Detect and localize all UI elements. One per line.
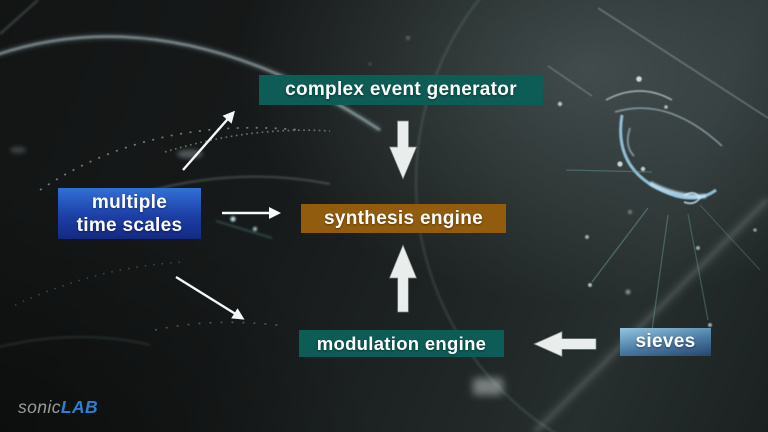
node-complex-event-generator-label: complex event generator bbox=[285, 79, 517, 100]
node-sieves: sieves bbox=[620, 328, 711, 356]
node-multiple-time-scales-line2: time scales bbox=[76, 214, 183, 236]
logo-sonic-text: sonic bbox=[18, 397, 61, 417]
node-multiple-time-scales-line1: multiple bbox=[91, 191, 168, 213]
right-orbit-ring bbox=[415, 0, 556, 432]
node-synthesis-engine: synthesis engine bbox=[301, 204, 506, 233]
arrow-mts-to-modulation bbox=[175, 275, 245, 320]
node-multiple-time-scales: multiple time scales bbox=[58, 188, 201, 239]
corner-streak bbox=[0, 0, 39, 35]
right-galaxy-arcs bbox=[605, 90, 723, 205]
diagonal-streaks bbox=[531, 7, 768, 432]
node-synthesis-engine-label: synthesis engine bbox=[324, 207, 483, 229]
soniclab-logo: sonicLAB bbox=[18, 397, 98, 418]
logo-lab-text: LAB bbox=[60, 397, 99, 417]
arrow-modulation-to-synthesis bbox=[388, 244, 418, 313]
star-dots bbox=[557, 76, 757, 337]
blurred-watermark bbox=[473, 378, 503, 395]
node-complex-event-generator: complex event generator bbox=[259, 75, 543, 105]
arrow-sieves-to-modulation bbox=[533, 330, 597, 358]
node-sieves-label: sieves bbox=[635, 331, 696, 352]
left-orbit-glows bbox=[10, 36, 410, 239]
node-modulation-engine: modulation engine bbox=[299, 330, 504, 357]
arrow-ceg-to-synthesis bbox=[388, 120, 418, 180]
galaxy-radial-lines bbox=[565, 169, 761, 331]
node-modulation-engine-label: modulation engine bbox=[316, 332, 487, 354]
arrow-mts-to-ceg bbox=[182, 110, 235, 171]
